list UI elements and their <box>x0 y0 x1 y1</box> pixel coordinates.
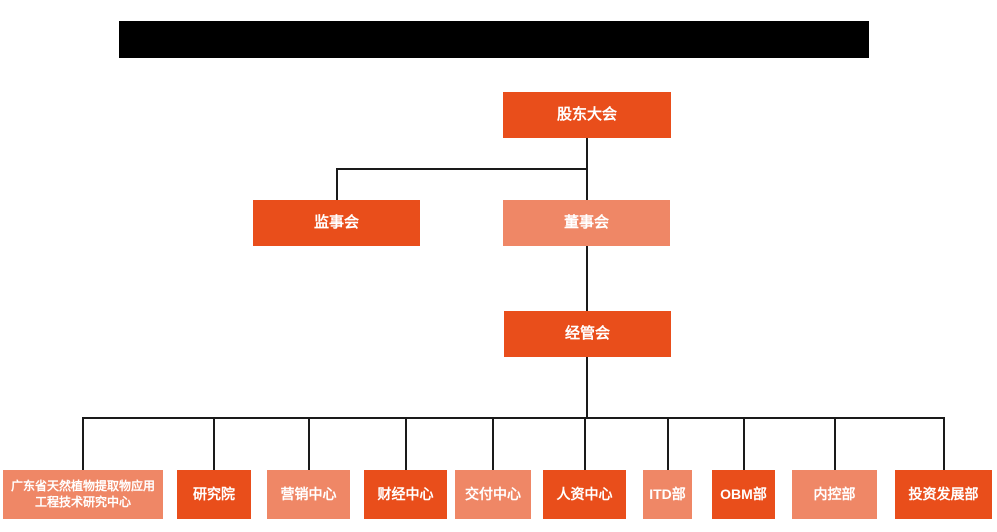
connector-line <box>336 168 338 200</box>
node-label: 人资中心 <box>556 486 613 503</box>
node-label: 董事会 <box>563 214 609 232</box>
node-department-6[interactable]: 人资中心 <box>543 470 626 519</box>
connector-line <box>82 417 84 470</box>
node-department-2[interactable]: 研究院 <box>177 470 251 519</box>
connector-line <box>586 246 588 311</box>
connector-line <box>667 417 669 470</box>
node-shareholders-meeting[interactable]: 股东大会 <box>503 92 671 138</box>
connector-line <box>743 417 745 470</box>
node-department-3[interactable]: 营销中心 <box>267 470 350 519</box>
node-department-10[interactable]: 投资发展部 <box>895 470 992 519</box>
node-label: 交付中心 <box>465 486 521 503</box>
redacted-title-bar <box>119 21 869 58</box>
node-department-8[interactable]: OBM部 <box>712 470 775 519</box>
node-label: 经管会 <box>564 325 610 343</box>
node-department-5[interactable]: 交付中心 <box>455 470 531 519</box>
connector-line <box>83 417 944 419</box>
connector-line <box>308 417 310 470</box>
node-label: 财经中心 <box>377 486 434 503</box>
node-label: 股东大会 <box>556 106 617 124</box>
node-label: 研究院 <box>193 486 235 503</box>
node-department-9[interactable]: 内控部 <box>792 470 877 519</box>
node-department-7[interactable]: ITD部 <box>643 470 692 519</box>
node-label: 营销中心 <box>280 486 337 503</box>
node-label: ITD部 <box>649 486 686 503</box>
connector-line <box>213 417 215 470</box>
connector-line <box>586 357 588 418</box>
node-label: 广东省天然植物提取物应用工程技术研究中心 <box>10 478 155 509</box>
node-board-of-directors[interactable]: 董事会 <box>503 200 670 246</box>
connector-line <box>943 417 945 470</box>
node-label: 监事会 <box>313 214 359 232</box>
connector-line <box>584 417 586 470</box>
connector-line <box>492 417 494 470</box>
node-department-1[interactable]: 广东省天然植物提取物应用工程技术研究中心 <box>3 470 163 519</box>
connector-line <box>336 168 588 170</box>
node-label: 内控部 <box>813 486 856 503</box>
node-supervisory-board[interactable]: 监事会 <box>253 200 420 246</box>
connector-line <box>405 417 407 470</box>
node-management-committee[interactable]: 经管会 <box>504 311 671 357</box>
connector-line <box>834 417 836 470</box>
node-label: OBM部 <box>720 486 767 503</box>
node-label: 投资发展部 <box>908 486 979 503</box>
node-department-4[interactable]: 财经中心 <box>364 470 447 519</box>
